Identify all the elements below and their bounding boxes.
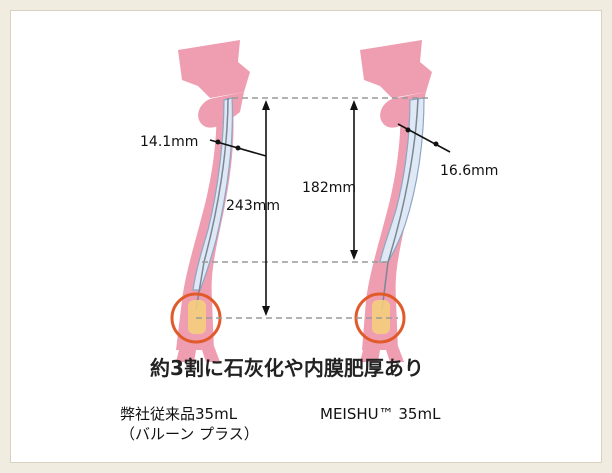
left-aorta-iliac <box>176 346 220 362</box>
length-arrow-182 <box>350 100 358 260</box>
right-length-label: 182mm <box>302 180 356 196</box>
length-arrow-243 <box>262 100 270 316</box>
diagram-panel <box>10 10 602 463</box>
left-length-label: 243mm <box>226 198 280 214</box>
diameter-marker-right <box>397 123 451 153</box>
right-aorta-iliac <box>360 346 404 362</box>
left-diameter-label: 14.1mm <box>140 134 199 150</box>
right-product-label: MEISHU™ 35mL <box>320 404 440 424</box>
right-aorta-descending <box>362 96 418 350</box>
left-aorta-branches <box>178 40 250 98</box>
right-aorta <box>360 40 432 362</box>
right-aorta-branches <box>360 40 432 98</box>
left-balloon <box>192 97 233 311</box>
left-product-label: 弊社従来品35mL （バルーン プラス） <box>120 404 259 444</box>
left-aorta-descending <box>176 96 234 350</box>
calcification-caption: 約3割に石灰化や内膜肥厚あり <box>150 356 424 380</box>
right-diameter-label: 16.6mm <box>440 163 499 179</box>
left-product-name: 弊社従来品35mL <box>120 405 238 423</box>
diameter-marker-left <box>209 139 267 157</box>
calcification-marks <box>188 300 390 334</box>
left-product-subname: （バルーン プラス） <box>120 425 259 443</box>
reference-lines <box>196 97 432 319</box>
right-product-name: MEISHU™ 35mL <box>320 405 441 423</box>
